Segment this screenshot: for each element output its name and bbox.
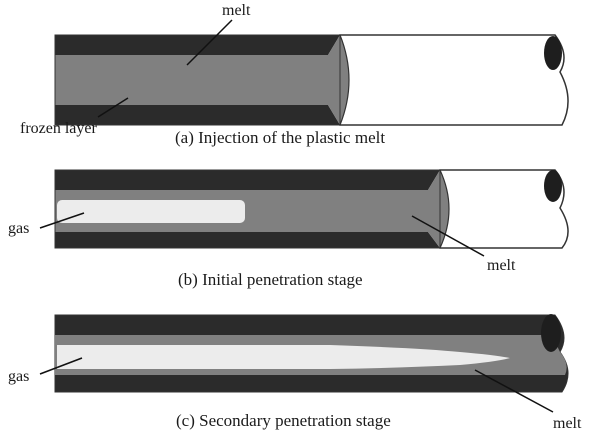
label-melt: melt [487,257,516,274]
label-gas: gas [8,220,29,237]
frozen-layer-top [55,35,340,55]
frozen-layer-bottom [55,105,340,125]
melt-leader-line [186,19,233,66]
pipe-end-cap [544,36,562,70]
caption-b: (b) Initial penetration stage [178,270,363,289]
panel-a: melt frozen layer (a) Injection of the p… [20,2,569,147]
gas-bubble [57,200,245,223]
caption-a: (a) Injection of the plastic melt [175,128,385,147]
panel-b: gas melt (b) Initial penetration stage [8,169,569,289]
gas-leader-line [39,212,85,229]
frozen-layer-leader-line [97,97,129,118]
gas-leader-line [39,357,83,375]
melt-front [439,169,450,249]
pipe-outline [54,34,341,126]
frozen-layer-bottom [55,232,440,248]
melt-region [55,170,449,248]
frozen-layer-top [55,170,440,190]
gas-finger [57,345,510,369]
label-frozen-layer: frozen layer [20,120,98,137]
pipe-outline [54,169,441,249]
panel-c: gas melt (c) Secondary penetration stage [8,314,582,432]
melt-leader-line [474,369,554,413]
melt-front [339,34,350,126]
empty-cavity [339,34,569,126]
label-melt: melt [222,2,251,19]
pipe-end-cap [541,314,561,352]
label-gas: gas [8,368,29,385]
caption-c: (c) Secondary penetration stage [176,411,391,430]
pipe-end-cap [544,170,562,202]
label-melt: melt [553,415,582,432]
melt-leader-line [411,215,485,257]
melt-region [55,35,349,125]
